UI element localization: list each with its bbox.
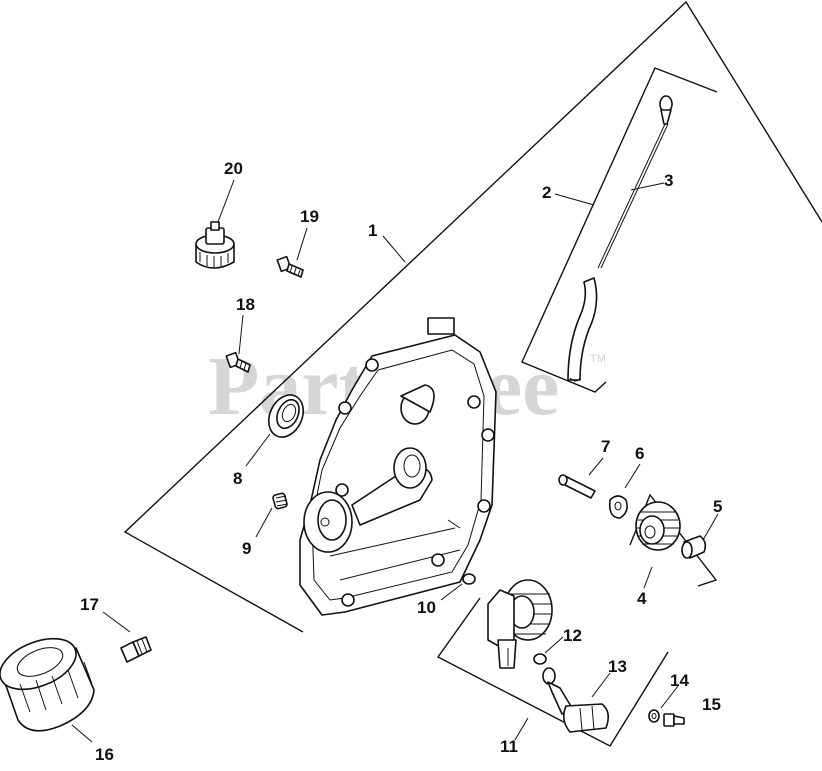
- callout-labels: 20 19 18 1 2 3 8 9 7 6 5 4 10 12 13 14 1…: [80, 159, 722, 764]
- leader-lines: [71, 179, 719, 743]
- callout-7: 7: [601, 437, 610, 456]
- dipstick-tube: [567, 277, 598, 382]
- crankcase-cover: [299, 317, 497, 616]
- screw-19: [276, 255, 304, 278]
- callout-17: 17: [80, 595, 99, 614]
- callout-19: 19: [300, 207, 319, 226]
- o-ring-12: [533, 653, 547, 665]
- callout-11: 11: [500, 737, 518, 756]
- oil-pump: [487, 579, 553, 669]
- oil-filter: [0, 637, 95, 732]
- shaft-7: [558, 474, 596, 499]
- oil-pickup: [542, 667, 610, 733]
- screw-15: [663, 713, 685, 727]
- callout-3: 3: [664, 171, 673, 190]
- fitting-17: [120, 636, 152, 663]
- assembly-outline-dipstick: [521, 67, 718, 393]
- callout-5: 5: [713, 497, 722, 516]
- callout-10: 10: [417, 598, 436, 617]
- callout-6: 6: [635, 444, 644, 463]
- callout-4: 4: [637, 589, 647, 608]
- watermark-tm: TM: [590, 353, 606, 365]
- assembly-outline-oilpump: [436, 597, 669, 747]
- o-ring-10: [462, 573, 476, 585]
- callout-2: 2: [542, 183, 551, 202]
- callout-13: 13: [608, 657, 627, 676]
- plug-9: [272, 492, 288, 510]
- screw-18: [225, 351, 251, 373]
- callout-8: 8: [233, 469, 242, 488]
- oil-seal: [267, 394, 305, 438]
- washer-6: [608, 495, 628, 519]
- callout-15: 15: [702, 695, 721, 714]
- callout-16: 16: [95, 745, 114, 764]
- callout-12: 12: [563, 626, 582, 645]
- governor-gear: [635, 501, 681, 551]
- callout-14: 14: [670, 671, 689, 690]
- callout-9: 9: [242, 539, 251, 558]
- dipstick: [597, 95, 673, 269]
- pin-5: [681, 535, 707, 559]
- assembly-outline-main: [123, 0, 822, 633]
- callout-1: 1: [368, 221, 377, 240]
- callout-20: 20: [224, 159, 243, 178]
- callout-18: 18: [236, 295, 255, 314]
- washer-14: [648, 709, 660, 723]
- oil-pressure-switch: [195, 221, 235, 269]
